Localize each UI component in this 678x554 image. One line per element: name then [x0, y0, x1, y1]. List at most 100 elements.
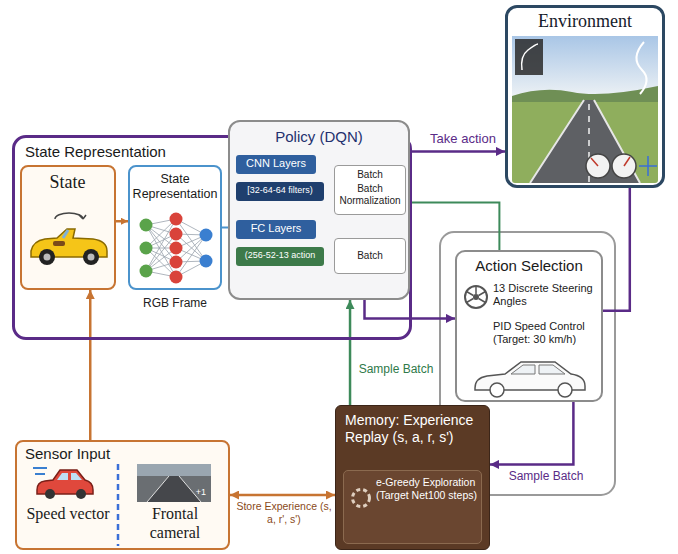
batch-box: BatchBatch Normalization [334, 165, 406, 215]
simulator-screenshot [512, 36, 658, 183]
wheel [45, 489, 55, 499]
hills [512, 86, 658, 102]
connector [349, 300, 352, 405]
layer-detail-box: (256-52-13 action [236, 247, 324, 266]
loop-circle [353, 490, 370, 507]
wheel-spokes [467, 286, 486, 303]
dashed-divider [115, 464, 121, 546]
connector [406, 203, 499, 251]
gauge [612, 154, 636, 178]
photo-road [147, 476, 201, 502]
network-box: State Representation [128, 165, 222, 290]
node-heading: CNN Layers [236, 157, 316, 170]
speed-car-icon [33, 464, 95, 502]
node-heading: State [22, 172, 113, 194]
hidden-neuron [170, 228, 183, 241]
minimap-track [522, 44, 538, 70]
batch-box: Batch [334, 238, 406, 274]
node-heading: [32-64-64 filters) [236, 185, 324, 196]
layer-box: FC Layers [236, 220, 316, 239]
photo-ground [137, 464, 211, 502]
network-links [146, 219, 206, 277]
memory-box: Memory: Experience Replay (s, a, r, s') … [335, 405, 490, 550]
loop-icon [350, 487, 372, 509]
hub [88, 254, 95, 261]
connector [116, 220, 128, 223]
hidden-neuron [170, 271, 183, 284]
connector-label: Sample Batch [505, 469, 587, 483]
input-neuron [140, 219, 153, 232]
rotate-arrow [55, 213, 83, 219]
node-text: Frontal cameral [127, 504, 223, 542]
crosshair [639, 156, 657, 176]
car-outline [471, 356, 589, 398]
state-box: State [20, 165, 116, 290]
node-heading: Action Selection [457, 257, 601, 275]
wheel [83, 249, 99, 265]
connector-label: Sample Batch [356, 362, 436, 376]
track-map [636, 42, 646, 94]
wheel [39, 249, 55, 265]
photo-sky [137, 464, 211, 476]
wheel [558, 383, 572, 397]
environment-panel: Environment [505, 5, 665, 188]
node-text: Speed vector [23, 504, 113, 523]
car-body [37, 470, 93, 494]
sky [512, 36, 658, 98]
car-windows [511, 365, 565, 374]
hidden-neuron [170, 256, 183, 269]
wheel [490, 383, 504, 397]
connector-label: Store Experience (s, a, r', s') [236, 500, 332, 525]
node-heading: Batch [335, 250, 405, 262]
wheel-hub [473, 294, 479, 300]
rotate-head [79, 215, 86, 219]
node-heading: Sensor Input [25, 445, 195, 463]
policy-box: Policy (DQN) CNN Layers [32-64-64 filters)… [228, 120, 410, 300]
camera-image [137, 464, 211, 502]
node-heading: Policy (DQN) [230, 128, 408, 146]
road [530, 100, 640, 183]
photo-road-edge [147, 476, 201, 502]
seat [53, 241, 65, 246]
input-neuron [140, 265, 153, 278]
hub [44, 254, 51, 261]
connector [603, 188, 630, 311]
road-edge [530, 100, 640, 183]
wheel-rim [465, 286, 487, 308]
action-box: Action Selection 13 Discrete Steering Ang… [455, 250, 603, 402]
connector [89, 290, 92, 440]
node-heading: State Representation [131, 172, 219, 202]
grass [512, 36, 658, 183]
layer-box: CNN Layers [236, 155, 316, 174]
gauge-needle [624, 157, 630, 166]
hidden-neuron [170, 242, 183, 255]
connector [230, 494, 335, 497]
speed-lines [33, 468, 47, 474]
gauge-needle [591, 158, 598, 166]
sensor-box: Sensor InputSpeed vector Frontal cameral [15, 440, 230, 550]
exploration-box: e-Greedy Exploration (Target Net100 step… [343, 470, 482, 544]
minimap [515, 39, 543, 75]
group-frame: State Representation State State Represe… [12, 135, 412, 340]
windshield [63, 230, 68, 238]
input-neuron [140, 242, 153, 255]
node-text: PID Speed Control (Target: 30 km/h) [493, 320, 597, 346]
node-text: Batch Normalization [335, 183, 405, 207]
node-heading: (256-52-13 action [236, 250, 324, 261]
caption-label: RGB Frame [128, 296, 222, 310]
network-illustration [134, 211, 218, 285]
node-heading: Memory: Experience Replay (s, a, r, s') [345, 412, 483, 446]
connector [490, 402, 573, 464]
node-text: 13 Discrete Steering Angles [493, 282, 597, 308]
connector [412, 150, 505, 153]
node-heading: Environment [508, 11, 662, 33]
output-neuron [200, 229, 213, 242]
car-windows [57, 473, 82, 480]
node-heading: e-Greedy Exploration (Target Net100 step… [376, 476, 478, 501]
node-heading: State Representation [25, 143, 225, 161]
connector-label: Take action [425, 131, 501, 147]
wheel [76, 489, 86, 499]
layer-detail-box: [32-64-64 filters) [236, 182, 324, 201]
divider-line [117, 464, 120, 546]
